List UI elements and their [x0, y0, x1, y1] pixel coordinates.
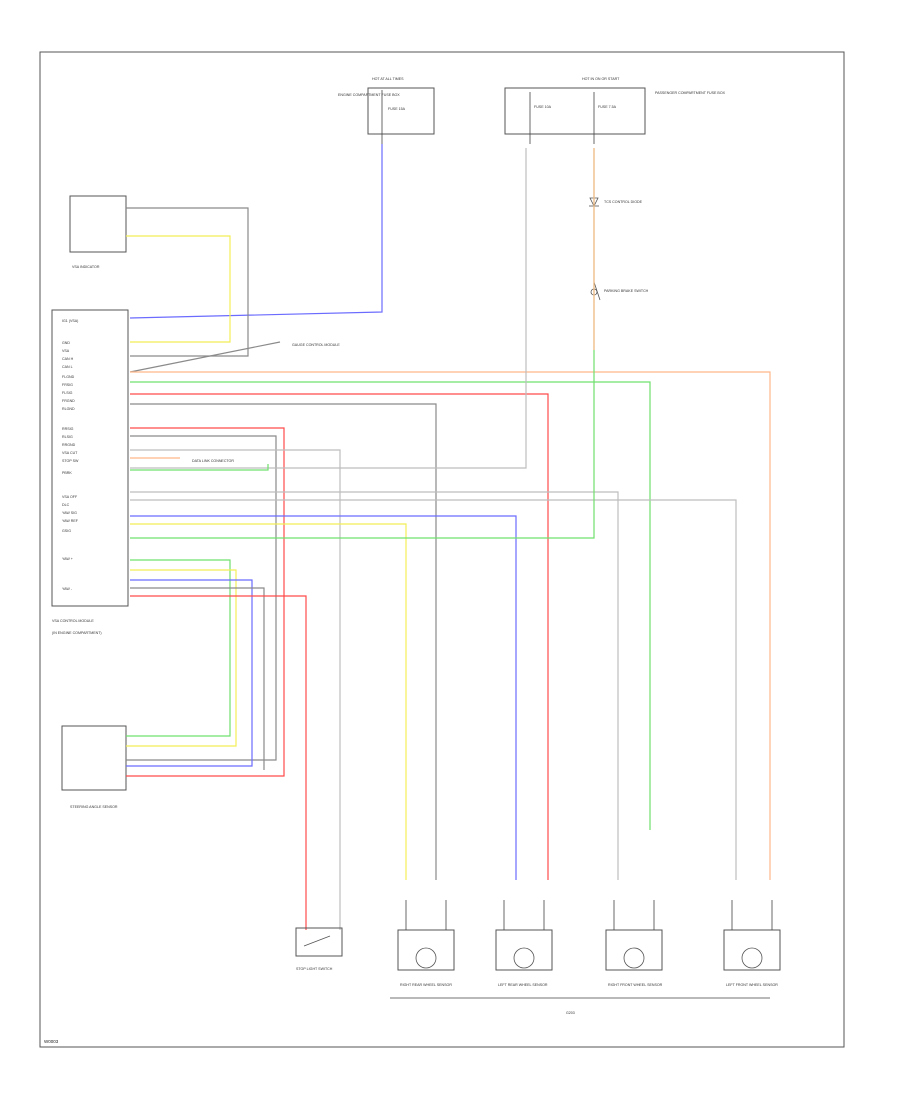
wheel-sensor-group: RIGHT REAR WHEEL SENSOR LEFT REAR WHEEL S… — [397, 900, 781, 987]
ecu-pin-label: CAN H — [62, 357, 74, 361]
wire-red — [130, 393, 549, 880]
footer-code: W0003 — [44, 1039, 59, 1044]
ecu-pin-list: IG1 (VSA) GND VSA CAN H CAN L FLGND FRSIG FLSIG… — [62, 319, 79, 591]
ecu-pin-label: VSA — [62, 349, 70, 353]
wheel-sensor-label: LEFT REAR WHEEL SENSOR — [498, 983, 548, 987]
ecu-pin-label: YAW SIG — [62, 511, 77, 515]
wheel-sensor-rr: RIGHT REAR WHEEL SENSOR — [397, 900, 455, 987]
wire-yellow — [130, 523, 407, 880]
wheel-sensor-label: RIGHT REAR WHEEL SENSOR — [400, 983, 452, 987]
ecu-pin-label: RRGND — [62, 443, 76, 447]
ecu-pin-label: CAN L — [62, 365, 73, 369]
ecu-pin-label: VSA OFF — [62, 495, 78, 499]
ecu-pin-label: YAW + — [62, 557, 73, 561]
wire-light_gray — [130, 449, 341, 930]
wire-blue — [126, 579, 253, 767]
ecu-pin-label: IG1 (VSA) — [62, 319, 78, 323]
ecu-pin-label: FLSIG — [62, 391, 73, 395]
wire-gray — [126, 207, 249, 357]
wire-gray — [129, 341, 281, 373]
parking-brake-switch: PARKING BRAKE SWITCH — [590, 281, 649, 301]
wheel-sensor-rf: RIGHT FRONT WHEEL SENSOR — [605, 900, 663, 987]
wire-blue — [129, 144, 383, 319]
wire-green — [130, 148, 595, 539]
wire-blue — [130, 515, 517, 880]
ecu-pin-label: YAW REF — [62, 519, 79, 523]
svg-text:STEERING ANGLE SENSOR: STEERING ANGLE SENSOR — [70, 805, 118, 809]
wire-gray — [126, 435, 277, 761]
fuse-box-right-label: PASSENGER COMPARTMENT FUSE BOX — [655, 91, 726, 95]
wire-green — [130, 381, 651, 830]
fuse-box-left-label: ENGINE COMPARTMENT FUSE BOX — [338, 93, 400, 97]
wire-group — [126, 144, 771, 930]
ecu-pin-label: GND — [62, 341, 70, 345]
wheel-sensor-lf: LEFT FRONT WHEEL SENSOR — [723, 900, 781, 987]
svg-text:STOP LIGHT SWITCH: STOP LIGHT SWITCH — [296, 967, 333, 971]
vsa-indicator: VSA INDICATOR — [69, 195, 127, 269]
wire-gray — [130, 587, 265, 770]
wire-red — [130, 595, 307, 930]
ecu-pin-label: STOP SW — [62, 459, 79, 463]
ecu-pin-label: RLSIG — [62, 435, 73, 439]
wheel-sensor-label: LEFT FRONT WHEEL SENSOR — [726, 983, 778, 987]
ecu-name: VSA CONTROL MODULE — [52, 619, 94, 623]
ecu-pin-label: RLGND — [62, 407, 75, 411]
svg-text:PARKING BRAKE SWITCH: PARKING BRAKE SWITCH — [604, 289, 649, 293]
ecu-pin-label: YAW - — [62, 587, 73, 591]
hot-at-all-times-label: HOT AT ALL TIMES — [372, 77, 404, 81]
ecu-pin-label: FRGND — [62, 399, 75, 403]
fuse-box-right: PASSENGER COMPARTMENT FUSE BOX HOT IN ON… — [504, 77, 726, 144]
tcs-control-diode: TCS CONTROL DIODE — [589, 197, 643, 207]
gauge-note: GAUGE CONTROL MODULE — [292, 343, 340, 347]
svg-text:VSA INDICATOR: VSA INDICATOR — [72, 265, 100, 269]
stop-light-switch: STOP LIGHT SWITCH — [295, 927, 343, 971]
wire-light_gray — [130, 499, 737, 880]
wheel-sensor-lr: LEFT REAR WHEEL SENSOR — [495, 900, 553, 987]
vsa-control-module: VSA CONTROL MODULE (IN ENGINE COMPARTMEN… — [51, 309, 129, 635]
diagram-frame — [39, 51, 845, 1048]
ecu-pin-label: RRSIG — [62, 427, 74, 431]
ground-label: G203 — [566, 1011, 575, 1015]
fuse-box-left: ENGINE COMPARTMENT FUSE BOX HOT AT ALL T… — [338, 77, 435, 144]
wire-yellow — [126, 235, 231, 343]
ecu-pin-label: VSA CUT — [62, 451, 78, 455]
steering-angle-sensor: STEERING ANGLE SENSOR — [61, 725, 127, 809]
svg-text:TCS CONTROL DIODE: TCS CONTROL DIODE — [604, 200, 643, 204]
dlc-note: DATA LINK CONNECTOR — [192, 459, 234, 463]
ecu-pin-label: FLGND — [62, 375, 75, 379]
ecu-pin-label: PBRK — [62, 471, 72, 475]
wire-red — [126, 427, 285, 777]
fuse-b-label: FUSE 10A — [534, 105, 552, 109]
fuse-a-label: FUSE 15A — [388, 107, 406, 111]
ecu-pin-label: GSIG — [62, 529, 71, 533]
fuse-c-label: FUSE 7.5A — [598, 105, 617, 109]
wire-light_gray — [130, 491, 619, 880]
wire-light_gray — [130, 148, 527, 469]
wire-green — [126, 559, 231, 737]
ecu-pin-label: FRSIG — [62, 383, 73, 387]
wire-green — [130, 464, 269, 471]
hot-in-on-label: HOT IN ON OR START — [582, 77, 620, 81]
wire-yellow — [126, 569, 237, 747]
wire-gray — [130, 403, 437, 880]
ecu-pin-label: DLC — [62, 503, 70, 507]
wheel-sensor-label: RIGHT FRONT WHEEL SENSOR — [608, 983, 663, 987]
wire-orange — [130, 371, 771, 880]
ecu-sub: (IN ENGINE COMPARTMENT) — [52, 631, 102, 635]
